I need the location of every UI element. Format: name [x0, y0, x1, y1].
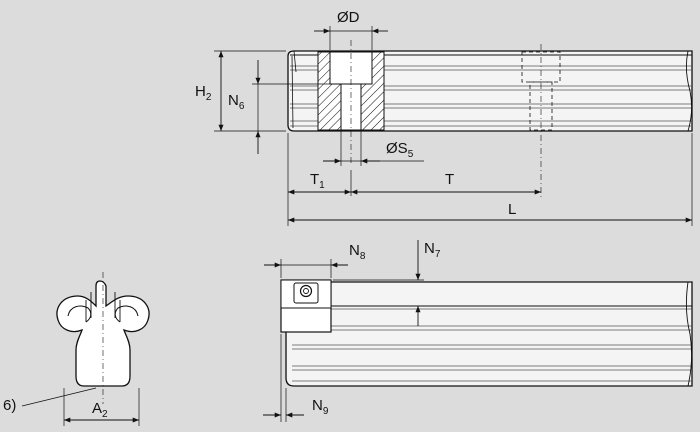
dim-h2: H2: [195, 50, 286, 132]
label-a2: A2: [92, 400, 108, 420]
end-cap: [280, 279, 332, 333]
dim-n6: N6: [228, 60, 330, 154]
dim-l: L: [288, 133, 693, 226]
counterbore-section: [317, 40, 385, 165]
dim-a2: A2: [63, 388, 140, 426]
label-ref-6: 6): [3, 397, 16, 414]
dim-d: ØD: [314, 9, 388, 50]
label-n8: N8: [349, 242, 366, 262]
hidden-hole: [521, 44, 561, 198]
label-t1: T1: [310, 171, 325, 191]
dim-n8: N8: [264, 242, 366, 278]
rail-profile: [56, 272, 150, 404]
label-d: ØD: [337, 9, 360, 26]
rail-side-view: [287, 50, 693, 132]
label-n9: N9: [312, 397, 329, 417]
dim-n7: N7: [333, 240, 441, 326]
rail-end-view: [285, 281, 693, 387]
label-n7: N7: [424, 240, 441, 260]
label-n6: N6: [228, 92, 245, 112]
label-h2: H2: [195, 83, 212, 103]
ref-6-leader: 6): [3, 387, 97, 414]
dim-n9: N9: [263, 334, 329, 422]
label-s5: ØS5: [386, 140, 414, 160]
dim-s5: ØS5: [323, 131, 424, 166]
label-l: L: [508, 201, 516, 218]
dim-t1-t: T1 T: [287, 133, 541, 226]
label-t: T: [445, 171, 454, 188]
